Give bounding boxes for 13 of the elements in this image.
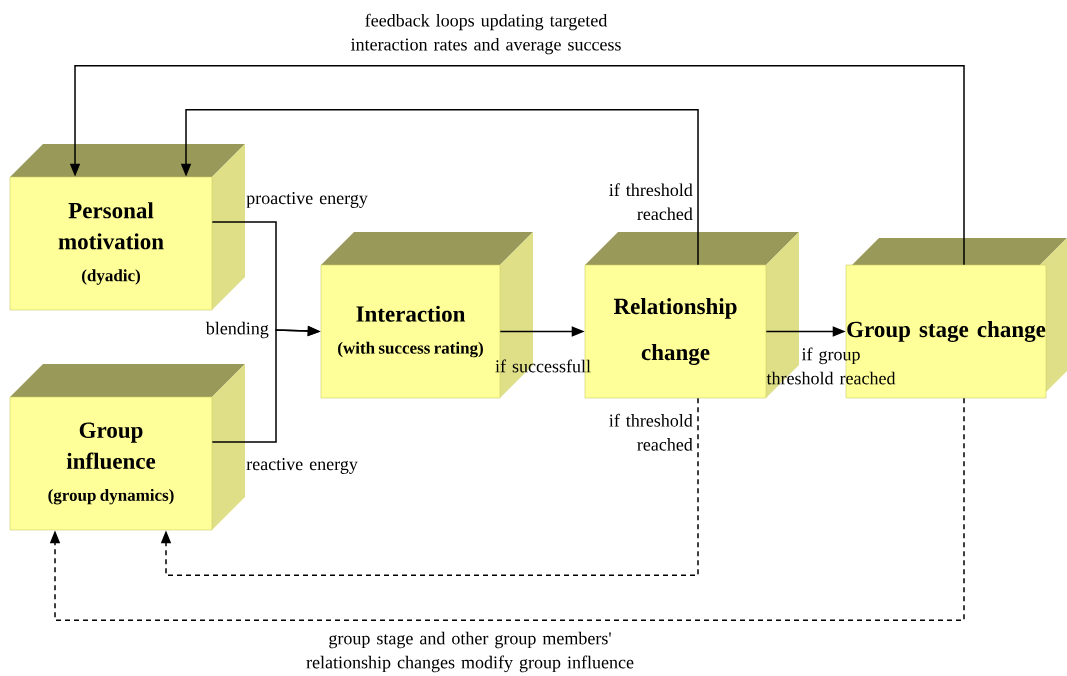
edge-label: reactive energy (246, 458, 358, 474)
edge-label: proactive energy (246, 192, 368, 208)
edge-label: if successfull (495, 359, 591, 373)
arrow (160, 397, 699, 577)
arrow (49, 397, 965, 622)
edge-label: group stage and other group members' relationship changes modify group influence (306, 631, 634, 673)
edge-label: feedback loops updating targeted interaction rates and average success (350, 13, 621, 55)
trunk-label: blending (205, 321, 269, 339)
edge-label: if threshold reached (609, 413, 693, 451)
cube-box: Group influence (group dynamics) (9, 364, 245, 531)
edge-label: if group threshold reached (766, 347, 896, 385)
edge-label: if threshold reached (609, 183, 693, 221)
cube-box: Personal motivation (dyadic) (9, 144, 245, 311)
